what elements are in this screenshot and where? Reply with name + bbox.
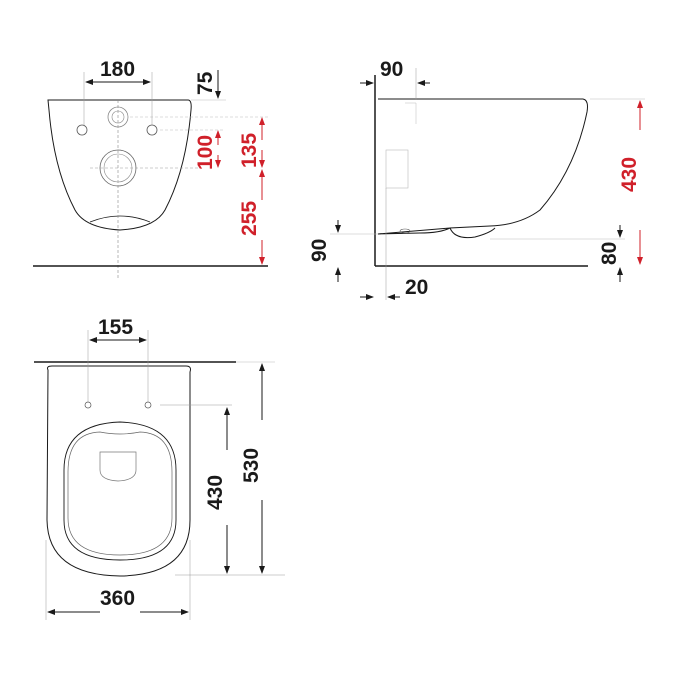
dim-inlet-outlet-135: 135 — [238, 133, 261, 168]
dim-wall-depth-90: 90 — [380, 58, 403, 81]
dim-floor-80: 80 — [598, 242, 621, 265]
dim-top-75: 75 — [194, 71, 217, 95]
dim-outlet-floor-255: 255 — [238, 201, 261, 236]
dim-seat-length-430: 430 — [204, 475, 227, 510]
dim-height-430: 430 — [618, 157, 641, 192]
front-view: 180 75 100 135 255 — [33, 58, 270, 280]
dim-holes-outlet-100: 100 — [194, 135, 217, 170]
dim-hole-spacing-180: 180 — [100, 58, 135, 81]
dim-hole-spacing-155: 155 — [98, 316, 133, 339]
dim-width-360: 360 — [100, 587, 135, 610]
dim-bottom-90: 90 — [308, 239, 331, 262]
top-view: 155 430 530 360 — [34, 316, 285, 620]
dim-total-length-530: 530 — [240, 448, 263, 483]
dim-offset-20: 20 — [405, 276, 428, 299]
side-view: 90 430 90 80 20 — [308, 58, 645, 300]
